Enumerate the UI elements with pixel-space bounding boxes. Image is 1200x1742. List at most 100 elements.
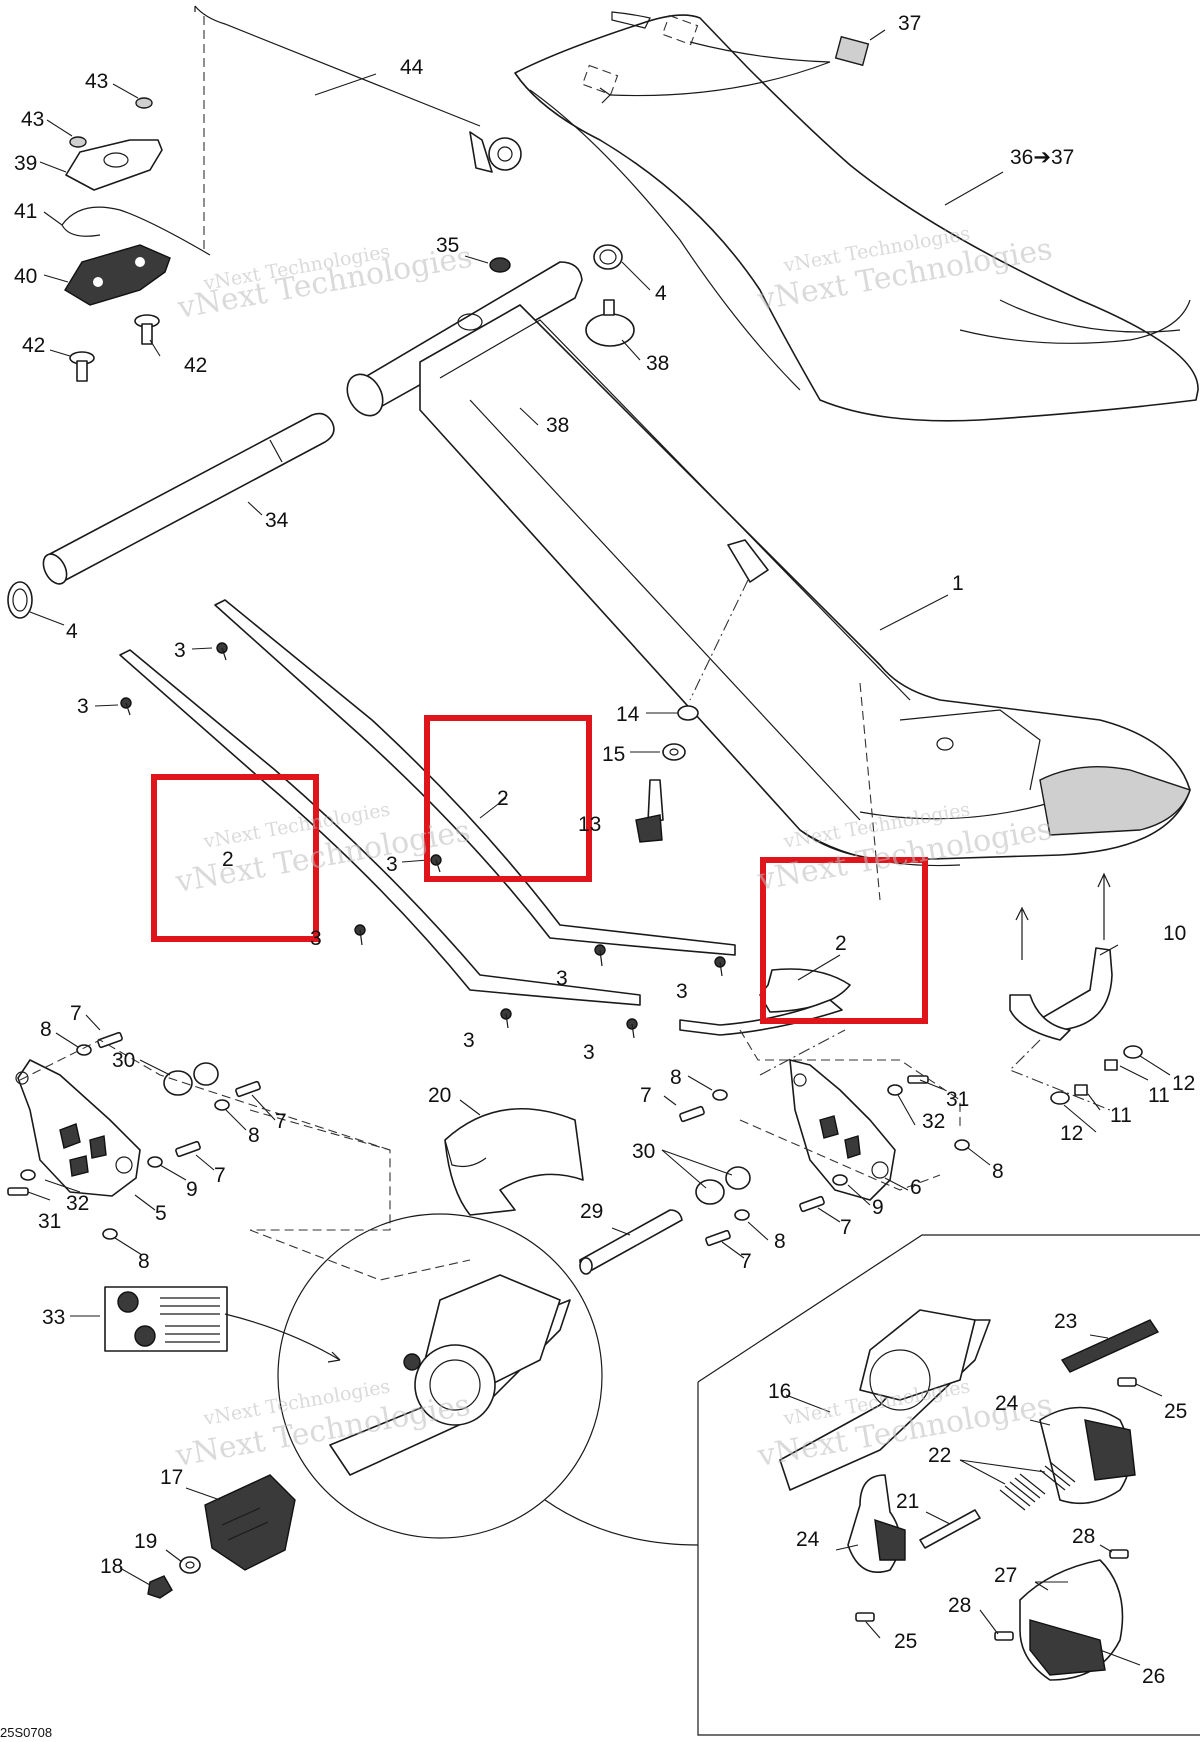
callout-11: 11: [1110, 1104, 1132, 1127]
part-44-cable: [194, 5, 522, 250]
part-34-shaft: [42, 412, 335, 585]
callout-7: 7: [640, 1084, 652, 1107]
callout-16: 16: [768, 1380, 791, 1403]
callout-15: 15: [602, 743, 625, 766]
callout-3: 3: [463, 1029, 475, 1052]
callout-28: 28: [948, 1594, 971, 1617]
callout-27: 27: [994, 1564, 1017, 1587]
callout-8: 8: [248, 1124, 260, 1147]
callout-21: 21: [896, 1490, 919, 1513]
callout-25: 25: [894, 1630, 917, 1653]
highlight-box-center: [424, 715, 592, 882]
part-8-washer: [76, 1044, 970, 1240]
part-35-fitting: [489, 257, 511, 273]
part-18-bolt: [147, 1575, 173, 1599]
callout-2: 2: [835, 932, 847, 955]
detail-circle: [224, 1213, 603, 1539]
callout-7: 7: [214, 1164, 226, 1187]
callout-9: 9: [186, 1178, 198, 1201]
callout-12: 12: [1060, 1122, 1083, 1145]
callout-7: 7: [70, 1002, 82, 1025]
part-9-washer: [147, 1156, 848, 1186]
part-21-axle: [919, 1509, 981, 1549]
callout-39: 39: [14, 152, 37, 175]
detail-inset-frame: [544, 1234, 1200, 1736]
callout-9: 9: [872, 1196, 884, 1219]
callout-7: 7: [840, 1216, 852, 1239]
callout-33: 33: [42, 1306, 65, 1329]
part-36-cover: [514, 11, 1199, 422]
callout-32: 32: [922, 1110, 945, 1133]
callout-38: 38: [646, 352, 669, 375]
callout-3: 3: [676, 980, 688, 1003]
callout-34: 34: [265, 509, 289, 532]
callout-13: 13: [578, 813, 601, 836]
highlight-box-left: [151, 774, 319, 942]
callout-30: 30: [112, 1049, 135, 1072]
callout-38: 38: [546, 414, 569, 437]
callout-12: 12: [1172, 1072, 1195, 1095]
callout-3: 3: [583, 1041, 595, 1064]
callout-7: 7: [275, 1110, 287, 1133]
part-15-washer: [662, 743, 686, 761]
part-37-decal: [834, 35, 870, 67]
callout-43: 43: [21, 108, 44, 131]
callout-24: 24: [995, 1392, 1019, 1415]
callout-32: 32: [66, 1192, 89, 1215]
callout-36-37: 36➔37: [1010, 146, 1074, 169]
part-26-wheel: [1019, 1559, 1124, 1681]
part-14-nut: [677, 705, 699, 721]
part-33-warning-label: [104, 1286, 228, 1352]
part-25-screw: [855, 1377, 1137, 1622]
drawing-code: 25S0708: [0, 1725, 52, 1740]
part-41-spring-wire: [61, 206, 211, 256]
callout-1: 1: [952, 572, 964, 595]
callout-18: 18: [100, 1555, 123, 1578]
callout-31: 31: [38, 1210, 61, 1233]
callout-26: 26: [1142, 1665, 1165, 1688]
callout-41: 41: [14, 200, 37, 223]
callout-20: 20: [428, 1084, 451, 1107]
callout-3: 3: [174, 639, 186, 662]
part-29-pin: [579, 1209, 683, 1275]
part-4-bushing: [7, 244, 623, 619]
part-39-plate: [65, 139, 163, 191]
callout-4: 4: [655, 282, 667, 305]
callout-43: 43: [85, 70, 108, 93]
callout-10: 10: [1163, 922, 1186, 945]
part-7-screw: [97, 1031, 825, 1247]
part-17-wheel-housing: [204, 1474, 296, 1571]
part-3-rivet: [120, 642, 726, 1039]
part-40-latch: [64, 244, 171, 306]
callout-3: 3: [556, 967, 568, 990]
part-1-swing-arm: [346, 261, 1191, 901]
callout-5: 5: [155, 1202, 167, 1225]
callout-29: 29: [580, 1200, 603, 1223]
part-43-nut: [69, 97, 153, 148]
leader-lines: [19, 29, 1171, 1666]
part-5-bracket: [15, 1059, 141, 1197]
callout-22: 22: [928, 1444, 951, 1467]
callout-8: 8: [670, 1066, 682, 1089]
callout-40: 40: [14, 265, 37, 288]
callout-4: 4: [66, 620, 78, 643]
highlight-boxes: [151, 715, 928, 1024]
part-11-screw: [1074, 1059, 1118, 1096]
callout-24: 24: [796, 1528, 820, 1551]
callout-17: 17: [160, 1466, 183, 1489]
part-20-cover: [444, 1107, 584, 1216]
part-23-spacer: [1060, 1319, 1160, 1373]
callout-6: 6: [910, 1176, 922, 1199]
callout-8: 8: [992, 1160, 1004, 1183]
callout-8: 8: [40, 1018, 52, 1041]
callout-35: 35: [436, 234, 459, 257]
part-2-slide: [119, 599, 851, 1036]
callout-42: 42: [184, 354, 207, 377]
callout-2: 2: [497, 787, 509, 810]
highlight-box-right: [760, 857, 928, 1024]
callout-42: 42: [22, 334, 45, 357]
callout-8: 8: [138, 1250, 150, 1273]
callout-28: 28: [1072, 1525, 1095, 1548]
